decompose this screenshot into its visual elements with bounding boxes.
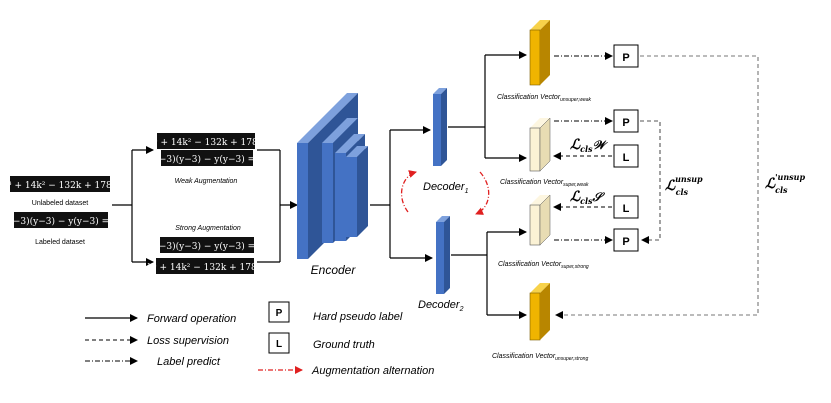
svg-text:L: L xyxy=(623,203,630,215)
augmentation-alternation-arrows xyxy=(400,170,490,215)
labeled-dataset-label: Labeled dataset xyxy=(35,239,85,246)
strong-augmentation-label: Strong Augmentation xyxy=(175,225,241,232)
vector-super-strong-label: Classification Vectorsuper,strong xyxy=(498,261,589,270)
legend-l-letter: L xyxy=(276,339,282,350)
svg-text:L: L xyxy=(623,152,630,164)
legend-p-letter: P xyxy=(276,308,283,319)
encoder-input-arrows xyxy=(257,149,298,263)
legend-label-predict-label: Label predict xyxy=(157,356,221,368)
decoder-1-block xyxy=(433,88,447,166)
vector-super-weak xyxy=(529,117,551,172)
inner-unsup-loss-arrows xyxy=(640,120,661,244)
encoder-label: Encoder xyxy=(311,263,357,277)
legend-hard-pseudo-label: Hard pseudo label xyxy=(313,311,403,323)
legend-loss-label: Loss supervision xyxy=(147,335,229,347)
decoder-2-block xyxy=(436,216,450,294)
unlabeled-dataset-label: Unlabeled dataset xyxy=(32,200,88,207)
input-branch-arrows xyxy=(112,146,154,266)
decoder-1-output-arrows xyxy=(448,51,527,162)
svg-text:P: P xyxy=(622,117,629,129)
encoder-block xyxy=(297,93,368,259)
decoder-2-label: Decoder2 xyxy=(418,299,464,313)
decoder-1-label: Decoder1 xyxy=(423,181,469,195)
vector-unsuper-weak-label: Classification Vectorunsuper,weak xyxy=(497,94,592,103)
pseudo-label-box-1: P xyxy=(613,44,639,68)
vector-unsuper-weak xyxy=(529,20,550,86)
labeled-equation: (y−3)(y−3) − y(y−3) = 0 xyxy=(4,216,118,227)
legend-ground-truth-label: Ground truth xyxy=(313,339,375,351)
weak-augmentation-label: Weak Augmentation xyxy=(175,178,238,185)
ground-truth-supervision-arrows xyxy=(553,152,612,211)
labeled-input: (y−3)(y−3) − y(y−3) = 0 xyxy=(4,212,118,228)
strong-augmentation-images: (y−3)(y−3) − y(y−3) = 0 k³ + 14k² − 132k… xyxy=(148,237,264,274)
legend-forward-label: Forward operation xyxy=(147,313,236,325)
legend-l-box xyxy=(268,332,290,354)
unlabeled-equation: k³ + 14k² − 132k + 1789 xyxy=(3,181,118,191)
svg-text:P: P xyxy=(622,52,629,64)
pseudo-label-box-2: P xyxy=(613,109,639,133)
decoder-2-output-arrows xyxy=(451,228,527,319)
ground-truth-box-2: L xyxy=(613,195,639,219)
ground-truth-box-1: L xyxy=(613,144,639,168)
legend: Forward operation Loss supervision Label… xyxy=(85,301,434,377)
weak-aug-unlabeled-equation: k³ + 14k² − 132k + 1789 xyxy=(149,138,264,148)
svg-text:P: P xyxy=(622,236,629,248)
legend-p-box xyxy=(268,301,290,323)
unlabeled-input: k³ + 14k² − 132k + 1789 xyxy=(3,176,118,192)
vector-unsuper-strong xyxy=(529,283,550,341)
legend-aug-alt-label: Augmentation alternation xyxy=(311,365,434,377)
vector-unsuper-strong-label: Classification Vectorunsuper,strong xyxy=(492,353,588,362)
strong-aug-unlabeled-equation: k³ + 14k² − 132k + 1789 xyxy=(148,263,263,273)
encoder-output-arrows xyxy=(370,126,433,262)
weak-augmentation-images: k³ + 14k² − 132k + 1789 (y−3)(y−3) − y(y… xyxy=(149,133,264,166)
weak-aug-labeled-equation: (y−3)(y−3) − y(y−3) = 0 xyxy=(150,154,264,165)
vector-super-weak-label: Classification Vectorsuper,weak xyxy=(500,179,589,188)
outer-unsup-loss-arrows xyxy=(555,55,759,319)
strong-aug-labeled-equation: (y−3)(y−3) − y(y−3) = 0 xyxy=(150,241,264,252)
vector-super-strong xyxy=(529,194,551,246)
pseudo-label-box-3: P xyxy=(613,228,639,252)
loss-cls-s: ℒcls𝒮 xyxy=(570,189,606,206)
loss-cls-w: ℒcls𝒲 xyxy=(570,137,609,154)
